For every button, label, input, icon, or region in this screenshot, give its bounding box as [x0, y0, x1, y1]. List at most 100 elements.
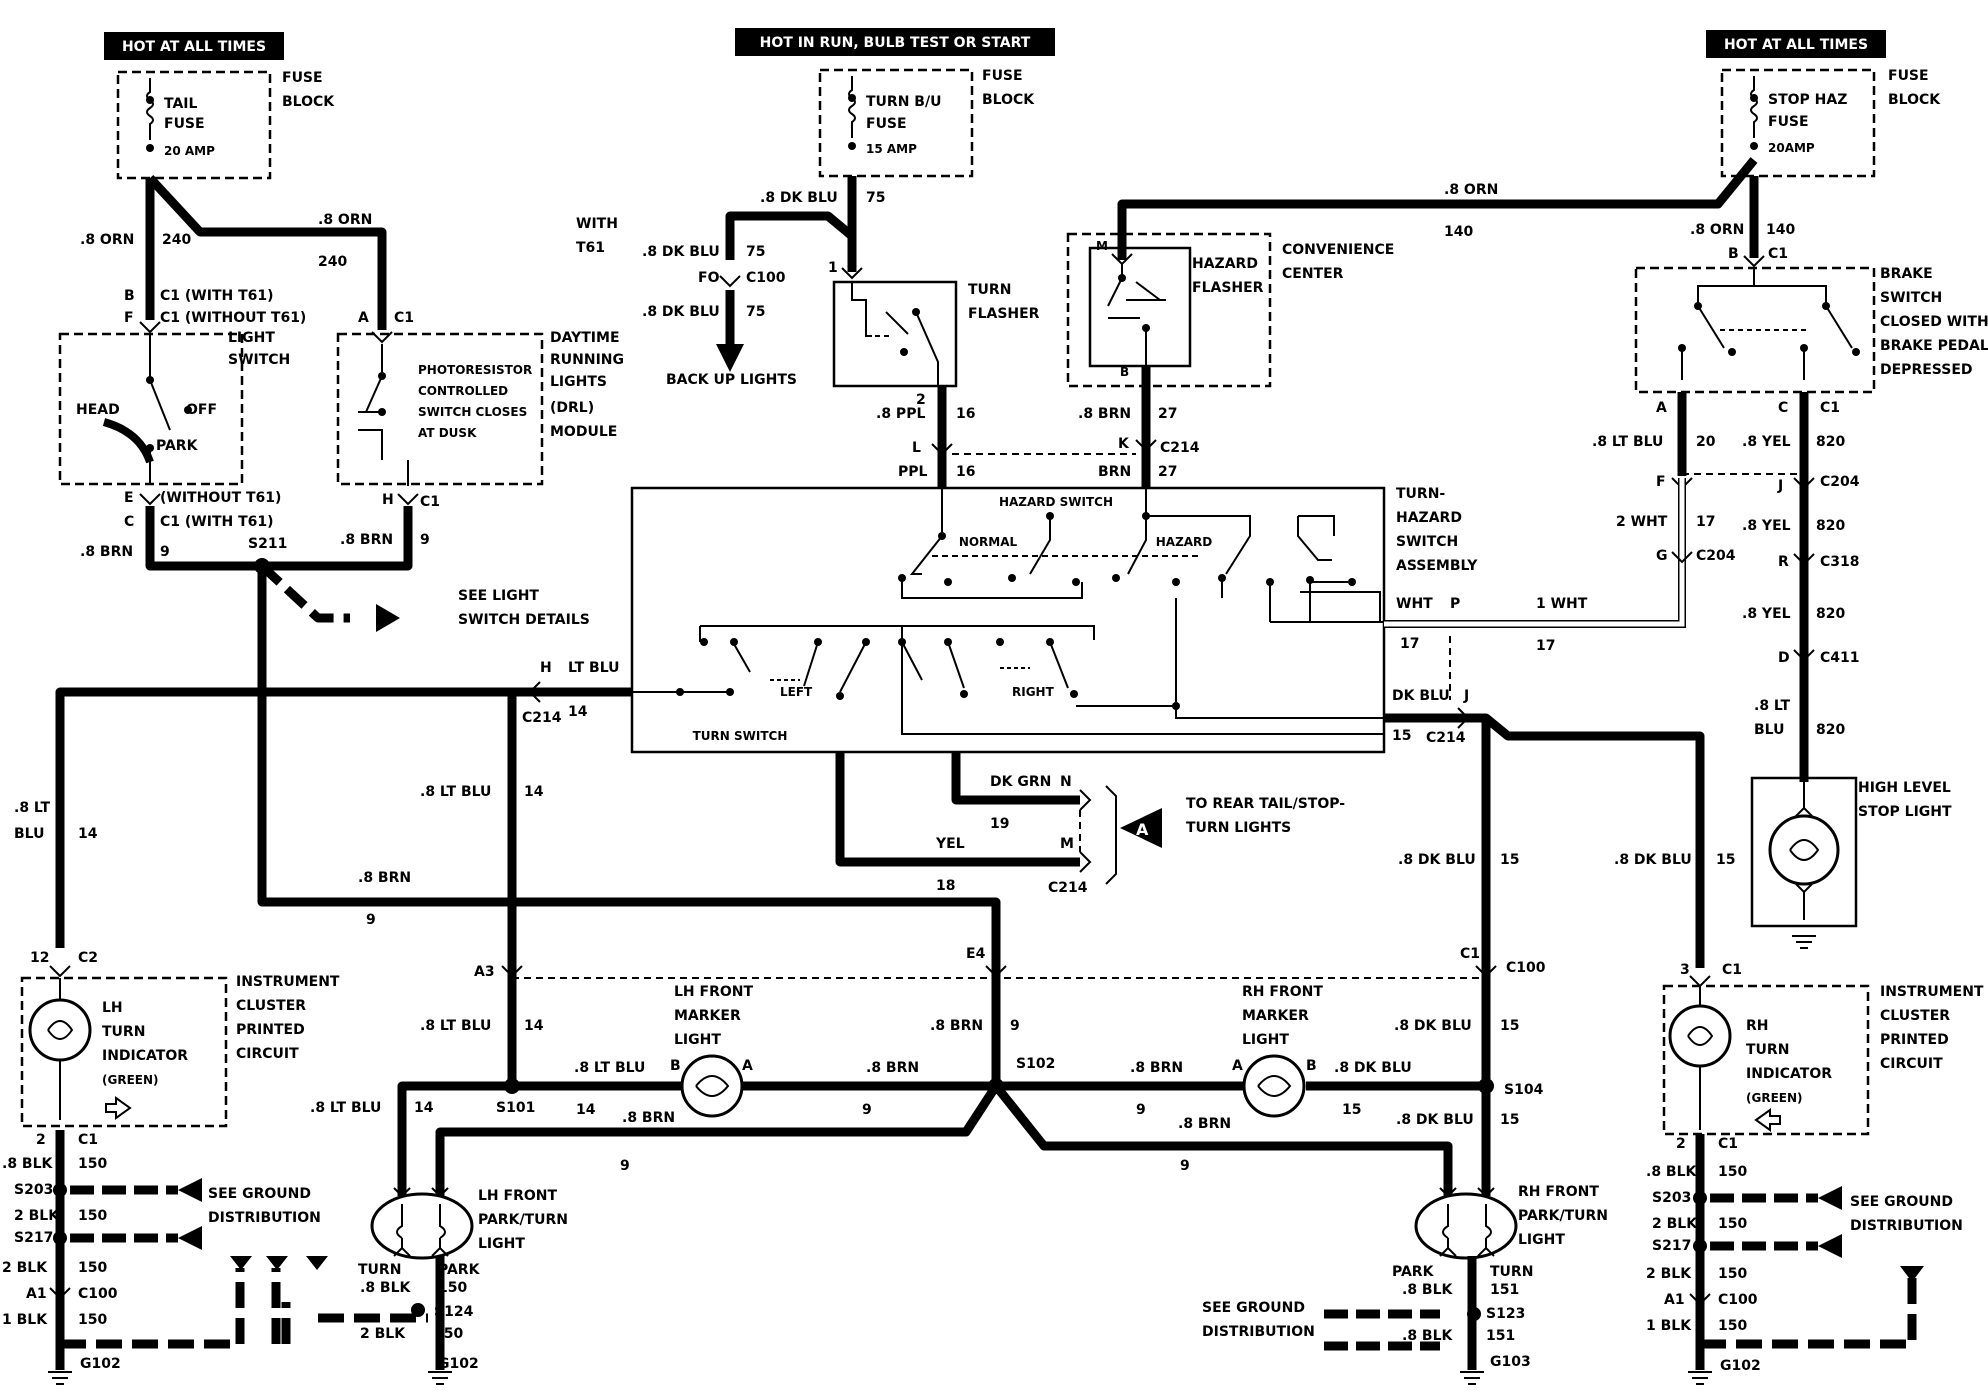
chevron-icon [528, 681, 541, 703]
fuse-block-label-center: FUSE [982, 68, 1023, 84]
rh-marker-label-1: RH FRONT [1242, 984, 1323, 1000]
hazard-flasher: M B [1066, 232, 1272, 388]
drl-label-1: DAYTIME [550, 330, 620, 346]
pin-g-c204: G [1656, 548, 1668, 564]
pin-j-c204: J [1777, 478, 1783, 494]
wire-code-150-right-1: 150 [1718, 1164, 1747, 1180]
wire-code-9-ls: 9 [160, 544, 170, 560]
c204-right: C204 [1820, 474, 1860, 490]
wire-code-75-bu: 75 [746, 304, 765, 320]
lh-park-turn-label-3: LIGHT [478, 1236, 525, 1252]
pin-a1-left: A1 [26, 1286, 47, 1302]
svg-text:FUSE: FUSE [1768, 114, 1809, 130]
splice-s217 [53, 1231, 67, 1245]
wire-code-18: 18 [936, 878, 955, 894]
wire-label-ltblu-lh: .8 LT BLU [310, 1100, 381, 1116]
c1-left-ground: C1 [78, 1132, 98, 1148]
wire-label-dkgrn: DK GRN [990, 774, 1051, 790]
lh-turn-indicator: LH TURN INDICATOR (GREEN) [20, 976, 228, 1128]
s102-label: S102 [1016, 1056, 1055, 1072]
turn-flasher-label-2: FLASHER [968, 306, 1040, 322]
see-ground-center-2: DISTRIBUTION [1202, 1324, 1315, 1340]
chevron-icon [1689, 1293, 1711, 1306]
pin-d-c411: D [1778, 650, 1790, 666]
s203-right: S203 [1652, 1190, 1691, 1206]
to-rear-1: TO REAR TAIL/STOP- [1186, 796, 1345, 812]
svg-text:LH: LH [102, 1000, 123, 1016]
svg-text:TURN: TURN [1746, 1042, 1789, 1058]
ic-left-label-4: CIRCUIT [236, 1046, 299, 1062]
wire-label-1blk-right: 1 BLK [1646, 1318, 1692, 1334]
rh-park-turn-label-1: RH FRONT [1518, 1184, 1599, 1200]
wire-140 [1117, 157, 1758, 260]
s123-label: S123 [1486, 1306, 1525, 1322]
pin-h-c214: H [540, 660, 552, 676]
wire-code-150-left-1: 150 [78, 1156, 107, 1172]
wire-code-14-center: 14 [524, 784, 544, 800]
wire-code-9-marker-r: 9 [1136, 1102, 1146, 1118]
rh-marker-label-2: MARKER [1242, 1008, 1309, 1024]
chevron-icon [1475, 965, 1497, 978]
wire-label-dkblu-top: .8 DK BLU [760, 190, 838, 206]
wire-label-blk-lh: .8 BLK [360, 1280, 412, 1296]
splice-s203-right [1693, 1191, 1707, 1205]
svg-text:SWITCH CLOSES: SWITCH CLOSES [418, 405, 527, 419]
svg-text:M: M [1096, 239, 1108, 253]
chevron-icon [1743, 255, 1765, 268]
pin-h-drl: H [382, 492, 394, 508]
c214-top: C214 [1160, 440, 1200, 456]
high-level-label-2: STOP LIGHT [1858, 804, 1952, 820]
wire-label-lt-820: .8 LT [1754, 698, 1791, 714]
wire-code-150-right-2: 150 [1718, 1216, 1747, 1232]
wire-code-19: 19 [990, 816, 1009, 832]
tail-fuse: TAIL FUSE 20 AMP [116, 70, 272, 180]
wire-9-lh-park [435, 1083, 1000, 1196]
lh-marker-label-3: LIGHT [674, 1032, 721, 1048]
wire-code-9-e4: 9 [1010, 1018, 1020, 1034]
wire-code-14-marker: 14 [576, 1102, 596, 1118]
brake-switch-label-5: DEPRESSED [1880, 362, 1973, 378]
wire-code-240-branch: 240 [318, 254, 347, 270]
wire-code-14-c214: 14 [568, 704, 588, 720]
wire-label-yel: YEL [935, 836, 965, 852]
wire-code-15-marker: 15 [1342, 1102, 1361, 1118]
svg-text:NORMAL: NORMAL [959, 535, 1018, 549]
wire-code-150-right-4: 150 [1718, 1318, 1747, 1334]
svg-text:HAZARD SWITCH: HAZARD SWITCH [999, 495, 1113, 509]
c1-brake-bottom: C1 [1820, 400, 1840, 416]
chevron-icon [1135, 439, 1157, 452]
wire-label-wht-2: 2 WHT [1616, 514, 1668, 530]
brake-switch-label-1: BRAKE [1880, 266, 1933, 282]
chevron-icon [49, 965, 71, 978]
wire-label-blk-right-1: .8 BLK [1646, 1164, 1698, 1180]
wire-label-orn-branch: .8 ORN [318, 212, 372, 228]
wire-code-820-1: 820 [1816, 434, 1845, 450]
pin-2-right: 2 [1676, 1136, 1686, 1152]
brake-switch-label-2: SWITCH [1880, 290, 1942, 306]
convenience-center-2: CENTER [1282, 266, 1344, 282]
pin-a-drl: A [358, 310, 369, 326]
see-ground-right-1: SEE GROUND [1850, 1194, 1953, 1210]
c100-right: C100 [1506, 960, 1546, 976]
svg-text:CONTROLLED: CONTROLLED [418, 384, 508, 398]
g102-center: G102 [438, 1356, 479, 1372]
wire-label-2blk-right-3: 2 BLK [1646, 1266, 1692, 1282]
pin-m-rear: M [1060, 836, 1074, 852]
high-level-stop-light [1750, 776, 1858, 949]
wire-label-yel-820-3: .8 YEL [1742, 606, 1791, 622]
pin-l: L [912, 440, 921, 456]
c1-drl-top: C1 [394, 310, 414, 326]
lh-park-turn-label-1: LH FRONT [478, 1188, 557, 1204]
wire-code-20: 20 [1696, 434, 1716, 450]
assembly-label-2: HAZARD [1396, 510, 1462, 526]
rh-turn-label: TURN [1490, 1264, 1533, 1280]
c411-label: C411 [1820, 650, 1860, 666]
svg-text:FUSE: FUSE [866, 116, 907, 132]
wire-code-16: 16 [956, 406, 975, 422]
without-t61-paren: (WITHOUT T61) [160, 490, 281, 506]
convenience-center-1: CONVENIENCE [1282, 242, 1394, 258]
svg-text:A: A [742, 1058, 753, 1074]
lh-turn-label: TURN [358, 1262, 401, 1278]
chevron-icon [1671, 551, 1693, 564]
